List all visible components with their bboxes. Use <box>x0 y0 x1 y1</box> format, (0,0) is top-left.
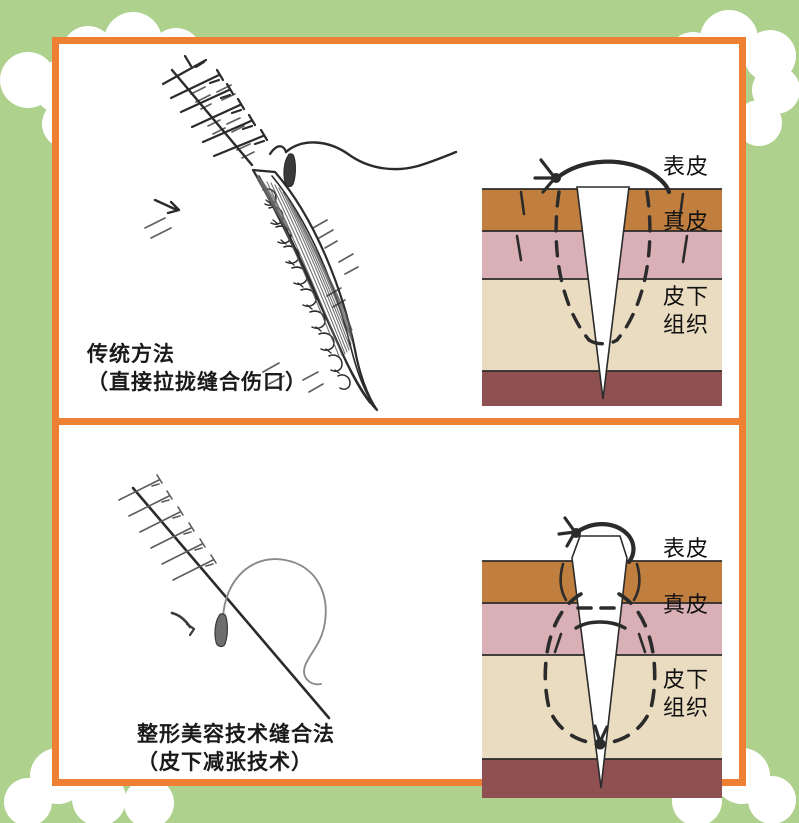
cloud-decoration <box>0 52 56 108</box>
comparison-card: 传统方法 （直接拉拢缝合伤口） <box>52 37 746 798</box>
cloud-decoration <box>752 66 799 114</box>
deep-suture-knot <box>593 724 609 750</box>
suture-dashed-path <box>554 190 652 346</box>
tissue-stitch-ticks <box>553 562 647 654</box>
wound-gap <box>571 535 628 789</box>
subcutaneous-tension-relief-cross-section <box>477 516 727 816</box>
caption-line-1: 整形美容技术缝合法 <box>137 722 335 746</box>
tissue-stitch-ticks <box>515 190 689 264</box>
layer-label-subcutaneous: 皮下 组织 <box>663 285 710 338</box>
deep-suture-dashed-loop <box>543 592 657 746</box>
surface-suture-thread <box>574 522 636 565</box>
scar-sketch-svg <box>118 474 331 720</box>
panel-aesthetic-method: 整形美容技术缝合法 （皮下减张技术） <box>59 432 753 798</box>
layer-label-dermis: 真皮 <box>663 593 710 618</box>
panel-traditional-method: 传统方法 （直接拉拢缝合伤口） <box>59 44 753 426</box>
layer-label-epidermis: 表皮 <box>663 537 710 562</box>
suture-knot <box>533 158 561 194</box>
open-wound-pulled-together-sketch <box>67 50 458 420</box>
caption-aesthetic: 整形美容技术缝合法 （皮下减张技术） <box>137 720 335 777</box>
cloud-decoration <box>748 776 796 823</box>
suture-knot <box>557 516 581 548</box>
layer-label-epidermis: 表皮 <box>663 155 710 180</box>
caption-traditional: 传统方法 （直接拉拢缝合伤口） <box>87 340 307 397</box>
traditional-suture-cross-section <box>477 144 727 444</box>
surface-suture-thread <box>554 159 672 195</box>
wound-gap <box>576 186 630 400</box>
dermal-approximation-line <box>574 620 627 630</box>
layer-label-subcutaneous: 皮下 组织 <box>663 668 710 721</box>
panel-divider <box>52 418 746 425</box>
wound-sketch-svg <box>144 54 458 412</box>
cloud-decoration <box>4 778 52 823</box>
fine-scar-line-sketch <box>67 438 417 808</box>
caption-line-2: （直接拉拢缝合伤口） <box>87 370 307 395</box>
caption-line-2: （皮下减张技术） <box>137 750 313 775</box>
layer-label-dermis: 真皮 <box>663 210 710 235</box>
cross-section-svg <box>482 158 722 406</box>
cross-section-svg <box>482 516 722 798</box>
caption-line-1: 传统方法 <box>87 342 175 366</box>
